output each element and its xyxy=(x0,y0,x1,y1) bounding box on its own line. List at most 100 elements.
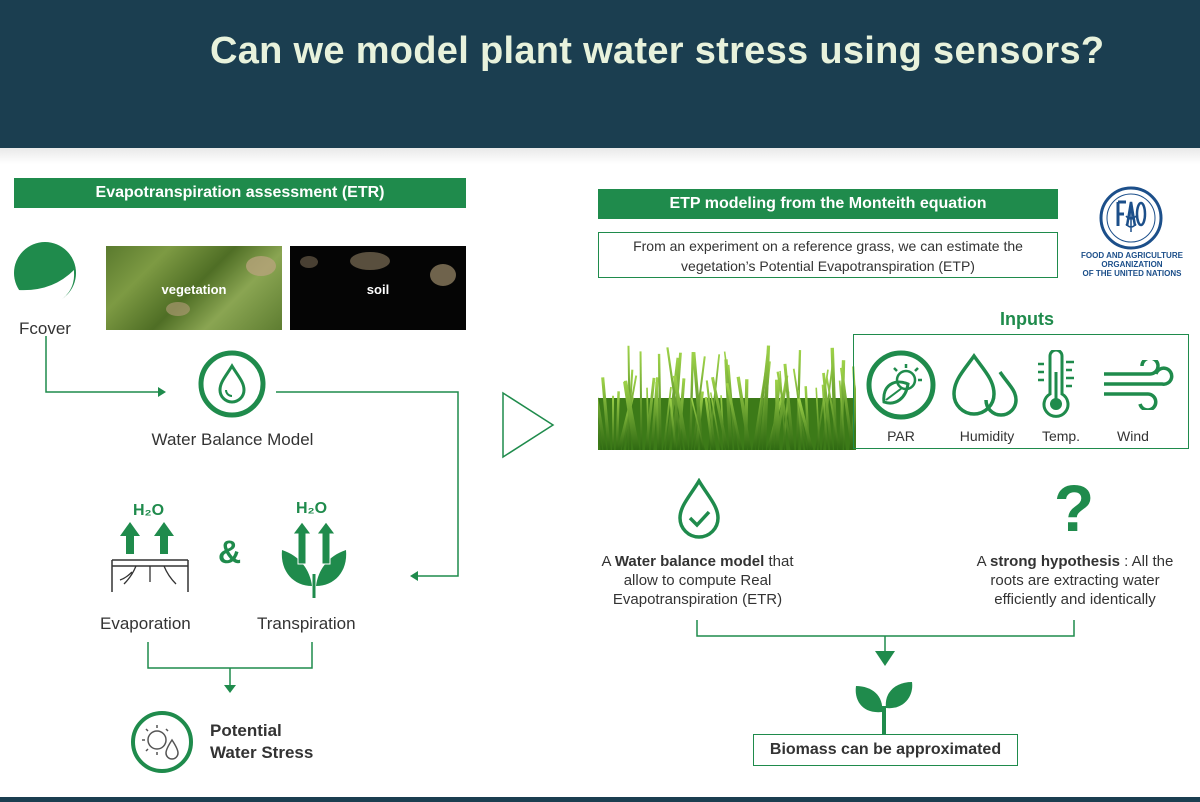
input-label-temp: Temp. xyxy=(1041,428,1081,444)
hyp-post: : All the xyxy=(1120,553,1174,570)
hyp-bold: strong hypothesis xyxy=(989,553,1120,570)
grass-blade xyxy=(736,376,752,450)
wb-pre: A xyxy=(601,553,615,570)
fao-line1: FOOD AND AGRICULTURE xyxy=(1081,251,1183,260)
grass-blade xyxy=(666,347,684,450)
grass-blade xyxy=(825,377,841,450)
stress-label-line1: Potential xyxy=(210,721,282,740)
left-connectors xyxy=(45,336,459,693)
water-drop-icon xyxy=(198,350,266,418)
grass-blade xyxy=(639,351,643,450)
experiment-line2: vegetation’s Potential Evapotranspiratio… xyxy=(681,258,975,274)
grass-blade xyxy=(822,372,833,450)
grass-blade xyxy=(598,396,607,450)
drop-check-icon xyxy=(678,478,720,539)
right-connectors xyxy=(696,620,1075,666)
fao-logo-icon xyxy=(1099,186,1163,250)
wb-line2: allow to compute Real xyxy=(623,572,772,589)
transpiration-label: Transpiration xyxy=(257,614,356,633)
experiment-line1: From an experiment on a reference grass,… xyxy=(633,238,1023,254)
grass-blade xyxy=(688,351,694,450)
biomass-box: Biomass can be approximated xyxy=(753,734,1018,766)
fao-name: FOOD AND AGRICULTURE ORGANIZATION OF THE… xyxy=(1072,251,1192,278)
water-stress-icon xyxy=(131,711,193,773)
header-shadow xyxy=(0,148,1200,164)
grass-blade xyxy=(815,387,821,450)
grass-blade xyxy=(804,386,810,450)
hyp-line2: roots are extracting water xyxy=(990,572,1160,589)
grass-blade xyxy=(705,380,716,450)
grass-blade xyxy=(665,357,680,450)
play-triangle-icon xyxy=(502,391,555,459)
grass-blade xyxy=(743,379,749,450)
monteith-banner: ETP modeling from the Monteith equation xyxy=(598,189,1058,219)
wb-text: A Water balance model that allow to comp… xyxy=(580,552,815,609)
vegetation-photo: vegetation xyxy=(106,246,282,330)
fao-line2: ORGANIZATION xyxy=(1101,260,1163,269)
grass-blade xyxy=(601,377,611,450)
wind-icon xyxy=(1104,360,1174,410)
header-bar xyxy=(0,0,1200,148)
experiment-box: From an experiment on a reference grass,… xyxy=(598,232,1058,278)
grass-blade xyxy=(672,375,689,450)
grass-blade xyxy=(598,418,603,450)
grass-blade xyxy=(690,397,705,450)
grass-blade xyxy=(711,376,729,450)
ampersand: & xyxy=(218,534,242,570)
h2o-transpiration-label: H₂O xyxy=(296,500,328,517)
soil-photo: soil xyxy=(290,246,466,330)
grass-blade xyxy=(644,377,656,450)
soil-label: soil xyxy=(366,282,390,297)
grass-blade xyxy=(623,380,640,450)
grass-blade xyxy=(779,370,787,450)
grass-blade xyxy=(662,386,672,450)
fcover-icon xyxy=(14,242,76,306)
grass-blade xyxy=(709,392,722,450)
input-label-par: PAR xyxy=(887,428,915,444)
evaporation-icon xyxy=(111,522,189,592)
grass-blade xyxy=(655,382,660,450)
inputs-title: Inputs xyxy=(1000,309,1054,329)
evaporation-label: Evaporation xyxy=(100,614,191,633)
grass-blade xyxy=(725,382,743,450)
fcover-label: Fcover xyxy=(19,319,71,338)
grass-blade xyxy=(704,396,714,450)
fao-line3: OF THE UNITED NATIONS xyxy=(1082,269,1182,278)
sprout-icon xyxy=(855,682,913,734)
grass-blade xyxy=(762,345,771,450)
grass-blade xyxy=(708,354,721,450)
thermometer-icon xyxy=(1038,350,1074,418)
transpiration-icon xyxy=(281,521,347,598)
etr-banner: Evapotranspiration assessment (ETR) xyxy=(14,178,466,208)
h2o-evaporation-label: H₂O xyxy=(133,502,165,519)
grass-blade xyxy=(821,384,829,450)
grass-blade xyxy=(657,353,662,450)
wbm-label: Water Balance Model xyxy=(151,430,314,449)
grass-blade xyxy=(783,363,795,450)
input-label-wind: Wind xyxy=(1117,428,1149,444)
inputs-box xyxy=(853,334,1189,449)
hypothesis-text: A strong hypothesis : All the roots are … xyxy=(960,552,1190,609)
humidity-icon xyxy=(952,352,1018,417)
stress-label-line2: Water Stress xyxy=(210,743,314,762)
grass-blade xyxy=(775,379,780,450)
grass-blade xyxy=(669,398,677,450)
wb-post: that xyxy=(764,553,794,570)
input-label-humidity: Humidity xyxy=(959,428,1015,444)
grass-blade xyxy=(838,380,846,450)
grass-blade xyxy=(830,347,838,450)
grass-blade xyxy=(646,387,650,450)
grass-blade xyxy=(839,367,854,450)
hyp-pre: A xyxy=(976,553,990,570)
question-mark-icon: ? xyxy=(1053,471,1095,545)
footer-bar xyxy=(0,797,1200,802)
par-icon xyxy=(866,350,936,420)
vegetation-label: vegetation xyxy=(161,282,227,297)
wb-bold: Water balance model xyxy=(614,553,765,570)
grass-blade xyxy=(615,391,620,450)
hyp-line3: efficiently and identically xyxy=(994,591,1156,608)
page-title: Can we model plant water stress using se… xyxy=(210,30,1105,72)
grass-blade xyxy=(776,371,793,450)
grass-blade xyxy=(797,398,814,450)
grass-image xyxy=(598,345,856,450)
